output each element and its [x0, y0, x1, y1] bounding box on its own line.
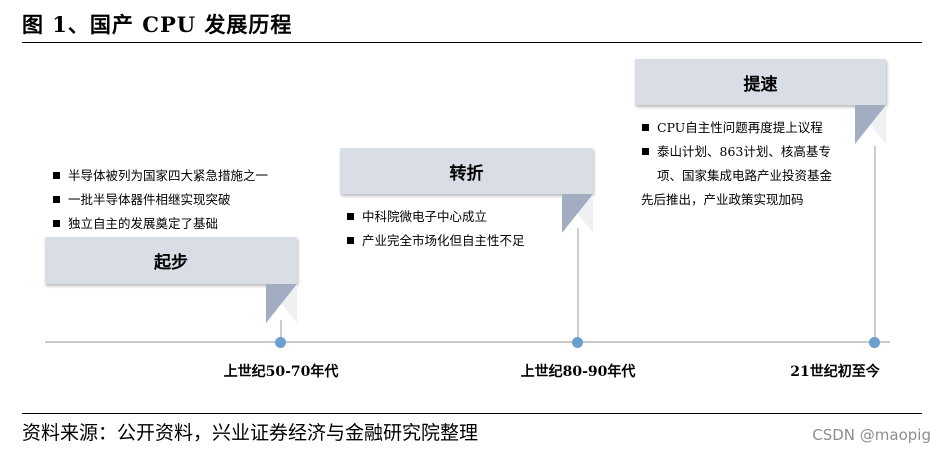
era-label-3: 21世纪初至今 [790, 364, 880, 380]
stage-2-item: 产业完全市场化但自主性不足 [346, 229, 525, 253]
stage-1-item: 半导体被列为国家四大紧急措施之一 [52, 164, 268, 188]
stage-1-connector [280, 320, 282, 342]
stage-3-items: CPU自主性问题再度提上议程 泰山计划、863计划、核高基专 项、国家集成电路产… [641, 116, 832, 212]
stage-3-banner: 提速 [635, 59, 886, 105]
stage-3-item-continued: 项、国家集成电路产业投资基金 [657, 168, 833, 183]
watermark: CSDN @maopig [812, 426, 931, 444]
stage-3-item: 泰山计划、863计划、核高基专 [641, 140, 832, 164]
stage-3-fold [855, 105, 886, 144]
timeline-dot-2 [572, 337, 583, 348]
stage-2-fold [562, 194, 593, 233]
stage-2-banner: 转折 [340, 148, 593, 194]
timeline-dot-1 [275, 337, 286, 348]
figure-title: 图 1、国产 CPU 发展历程 [22, 12, 293, 37]
stage-2-items: 中科院微电子中心成立 产业完全市场化但自主性不足 [346, 205, 525, 253]
stage-1-fold [266, 284, 297, 323]
timeline-axis [45, 341, 890, 343]
stage-1-item: 一批半导体器件相继实现突破 [52, 188, 268, 212]
stage-1-item: 独立自主的发展奠定了基础 [52, 212, 268, 236]
stage-1-label: 起步 [154, 253, 188, 273]
title-divider [22, 42, 922, 43]
era-label-2: 上世纪80-90年代 [520, 364, 636, 380]
era-label-1: 上世纪50-70年代 [223, 364, 339, 380]
stage-3-item-continued: 先后推出，产业政策实现加码 [641, 192, 804, 207]
stage-3-connector [874, 146, 876, 342]
stage-2-connector [577, 228, 579, 342]
timeline-dot-3 [869, 337, 880, 348]
stage-1-banner: 起步 [45, 237, 297, 284]
figure-source: 资料来源：公开资料，兴业证券经济与金融研究院整理 [22, 422, 479, 444]
stage-2-item: 中科院微电子中心成立 [346, 205, 525, 229]
stage-2-label: 转折 [449, 163, 484, 184]
stage-1-items: 半导体被列为国家四大紧急措施之一 一批半导体器件相继实现突破 独立自主的发展奠定… [52, 164, 268, 236]
stage-3-item: CPU自主性问题再度提上议程 [641, 116, 832, 140]
stage-3-label: 提速 [743, 74, 778, 95]
source-divider [22, 413, 922, 414]
